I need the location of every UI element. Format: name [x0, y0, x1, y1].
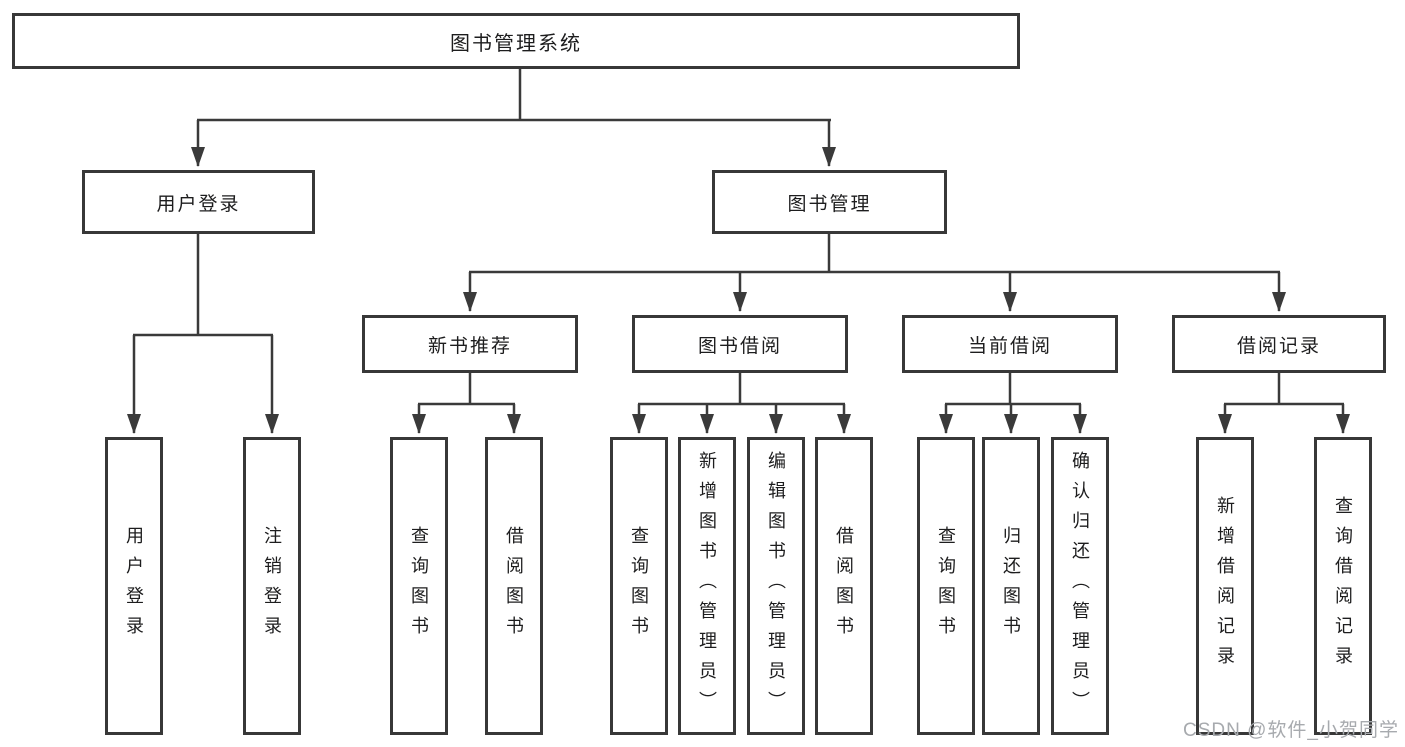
leaf-user-login: 用户登录 [105, 437, 163, 735]
leaf-add-book-admin: 新增图书（管理员） [678, 437, 736, 735]
csdn-watermark: CSDN @软件_小贺同学 [1183, 720, 1399, 741]
leaf-logout-label: 注销登录 [262, 526, 282, 646]
leaf-borrow-book-label: 借阅图书 [834, 526, 854, 646]
leaf-add-borrow-record: 新增借阅记录 [1196, 437, 1254, 735]
leaf-logout: 注销登录 [243, 437, 301, 735]
leaf-query-borrow-record-label: 查询借阅记录 [1333, 496, 1353, 676]
leaf-return-book: 归还图书 [982, 437, 1040, 735]
leaf-query-books-borrow-label: 查询图书 [629, 526, 649, 646]
leaf-query-books-current-label: 查询图书 [936, 526, 956, 646]
leaf-query-books-recommend: 查询图书 [390, 437, 448, 735]
leaf-confirm-return-admin-label: 确认归还（管理员） [1070, 451, 1090, 721]
leaf-borrow-books-recommend: 借阅图书 [485, 437, 543, 735]
node-library-management-system: 图书管理系统 [12, 13, 1020, 69]
node-borrowing-records: 借阅记录 [1172, 315, 1386, 373]
leaf-add-book-admin-label: 新增图书（管理员） [697, 451, 717, 721]
node-user-login: 用户登录 [82, 170, 315, 234]
leaf-query-borrow-record: 查询借阅记录 [1314, 437, 1372, 735]
leaf-return-book-label: 归还图书 [1001, 526, 1021, 646]
leaf-add-borrow-record-label: 新增借阅记录 [1215, 496, 1235, 676]
leaf-confirm-return-admin: 确认归还（管理员） [1051, 437, 1109, 735]
leaf-edit-book-admin-label: 编辑图书（管理员） [766, 451, 786, 721]
leaf-edit-book-admin: 编辑图书（管理员） [747, 437, 805, 735]
node-book-borrowing: 图书借阅 [632, 315, 848, 373]
leaf-query-books-borrow: 查询图书 [610, 437, 668, 735]
leaf-user-login-label: 用户登录 [124, 526, 144, 646]
leaf-borrow-book: 借阅图书 [815, 437, 873, 735]
node-new-book-recommend: 新书推荐 [362, 315, 578, 373]
leaf-borrow-books-recommend-label: 借阅图书 [504, 526, 524, 646]
node-book-management: 图书管理 [712, 170, 947, 234]
leaf-query-books-current: 查询图书 [917, 437, 975, 735]
leaf-query-books-recommend-label: 查询图书 [409, 526, 429, 646]
node-current-borrowing: 当前借阅 [902, 315, 1118, 373]
